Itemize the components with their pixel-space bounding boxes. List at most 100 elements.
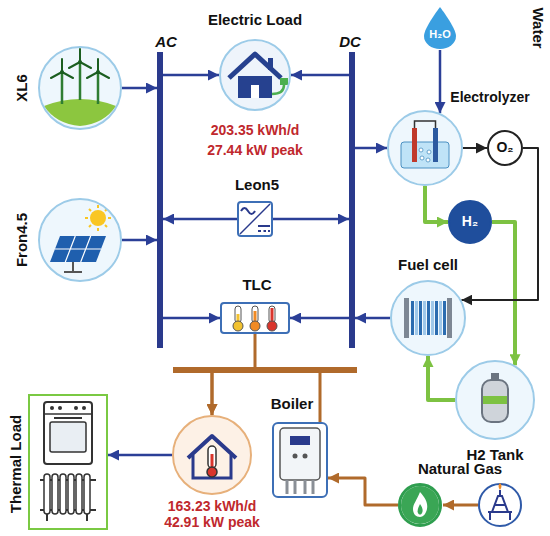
thermometer-stem bbox=[269, 306, 275, 323]
end-plate bbox=[447, 298, 452, 338]
radiator-fin bbox=[60, 474, 66, 514]
thermometer-fill bbox=[211, 454, 214, 468]
tank-ground bbox=[457, 362, 533, 438]
component-label: DC bbox=[339, 34, 361, 51]
thermometer-bulb bbox=[267, 321, 277, 331]
radiator-foot bbox=[47, 514, 87, 521]
cathode bbox=[433, 128, 438, 162]
flame-ground bbox=[401, 486, 439, 524]
electrolyzer-ground bbox=[389, 112, 461, 184]
oven-window bbox=[50, 422, 86, 452]
bubble bbox=[426, 158, 430, 162]
hydrogen-flow bbox=[492, 222, 515, 365]
inner-label: H₂ bbox=[462, 214, 478, 229]
hydrogen-tank-circle bbox=[456, 361, 534, 439]
hydrogen-tank-outline bbox=[455, 360, 535, 440]
power-flow bbox=[163, 74, 219, 77]
gas-flare bbox=[499, 483, 502, 490]
tank-cylinder bbox=[482, 380, 508, 422]
boiler-icon bbox=[280, 428, 320, 494]
component-label: Fuel cell bbox=[398, 257, 458, 274]
house-body bbox=[238, 76, 272, 98]
power-flow bbox=[122, 239, 157, 242]
wind-ground bbox=[40, 48, 120, 128]
panel-stand bbox=[64, 262, 82, 272]
dc-sign bbox=[258, 226, 270, 231]
stove-top bbox=[44, 413, 92, 415]
oxygen-circle-circle bbox=[488, 131, 522, 165]
solar-icon bbox=[40, 200, 120, 280]
house-wall bbox=[193, 455, 231, 478]
gas-icon bbox=[401, 483, 521, 526]
knob bbox=[50, 406, 54, 410]
drop-shape bbox=[424, 7, 456, 49]
power-flow bbox=[291, 74, 349, 77]
converter-box: Leon5 bbox=[237, 201, 273, 237]
component-label: Electrolyzer bbox=[450, 90, 529, 105]
turbine-hub bbox=[78, 60, 82, 64]
boiler-pipe bbox=[287, 480, 313, 494]
house-ground bbox=[221, 41, 289, 109]
roof bbox=[229, 54, 281, 78]
radiator-fin bbox=[44, 474, 50, 514]
knob bbox=[74, 406, 78, 410]
solar-ground bbox=[40, 200, 120, 280]
boiler-body bbox=[280, 428, 320, 480]
tank-icon bbox=[457, 362, 533, 438]
oxygen-flow bbox=[461, 148, 538, 300]
gas-platform bbox=[488, 490, 512, 520]
bubble bbox=[427, 150, 431, 154]
component-label: 203.35 kWh/d bbox=[211, 123, 300, 138]
boiler-knob bbox=[293, 454, 298, 459]
thermometer-bulb bbox=[250, 321, 260, 331]
component-label: 163.23 kWh/d bbox=[168, 499, 257, 514]
fuel-cell: Fuel cell bbox=[390, 280, 466, 356]
tank-band bbox=[483, 396, 507, 404]
hydrogen-flow bbox=[425, 186, 448, 222]
solar-source: Fron4.5 bbox=[38, 198, 122, 282]
wind-icon bbox=[40, 48, 120, 128]
natural-gas-circle bbox=[400, 485, 441, 526]
heat-flow bbox=[212, 370, 320, 422]
thermal-demand-outline bbox=[172, 415, 252, 495]
hydrogen-circle-circle bbox=[449, 201, 491, 243]
inner-label: H₂O bbox=[429, 28, 450, 40]
thermometer-bulb bbox=[233, 321, 243, 331]
boiler-display bbox=[290, 436, 310, 445]
ac-bus: AC bbox=[157, 52, 163, 348]
door bbox=[251, 85, 259, 98]
radiator-fin bbox=[52, 474, 58, 514]
cell-plate bbox=[439, 301, 442, 335]
fuel-cell-icon bbox=[392, 282, 464, 354]
solar-panel bbox=[50, 236, 106, 262]
power-flow bbox=[290, 317, 349, 320]
component-label: Thermal Load bbox=[8, 415, 25, 513]
wind-source: XL6 bbox=[38, 46, 122, 130]
panel-grid bbox=[55, 236, 101, 262]
turbine-tower bbox=[62, 62, 98, 104]
cell-plate bbox=[423, 301, 426, 335]
natural-gas: Natural Gas bbox=[398, 483, 442, 527]
component-label: TLC bbox=[242, 277, 271, 294]
component-label: Boiler bbox=[271, 396, 314, 413]
electric-load-outline bbox=[219, 39, 291, 111]
water-drop: WaterH₂O bbox=[422, 6, 458, 50]
fuel-cell-outline bbox=[390, 280, 466, 356]
component-label: 27.44 kW peak bbox=[207, 143, 303, 158]
power-flow bbox=[355, 317, 390, 320]
anode bbox=[412, 128, 417, 162]
component-label: Natural Gas bbox=[418, 461, 502, 478]
solar-source-circle bbox=[39, 199, 121, 281]
power-flow bbox=[108, 454, 172, 457]
ac-wave bbox=[241, 208, 255, 214]
thermometer-stem bbox=[235, 306, 241, 323]
electrode-wire bbox=[415, 121, 436, 128]
component-label: Electric Load bbox=[208, 12, 302, 29]
oxygen-circle: O₂ bbox=[487, 130, 523, 166]
stove-radiator-icon bbox=[40, 402, 96, 521]
natural-gas-outline bbox=[398, 483, 442, 527]
component-label: Water bbox=[530, 7, 547, 48]
heat-flow bbox=[328, 478, 398, 505]
power-flow bbox=[439, 50, 442, 113]
boiler-box: Boiler bbox=[272, 422, 328, 498]
